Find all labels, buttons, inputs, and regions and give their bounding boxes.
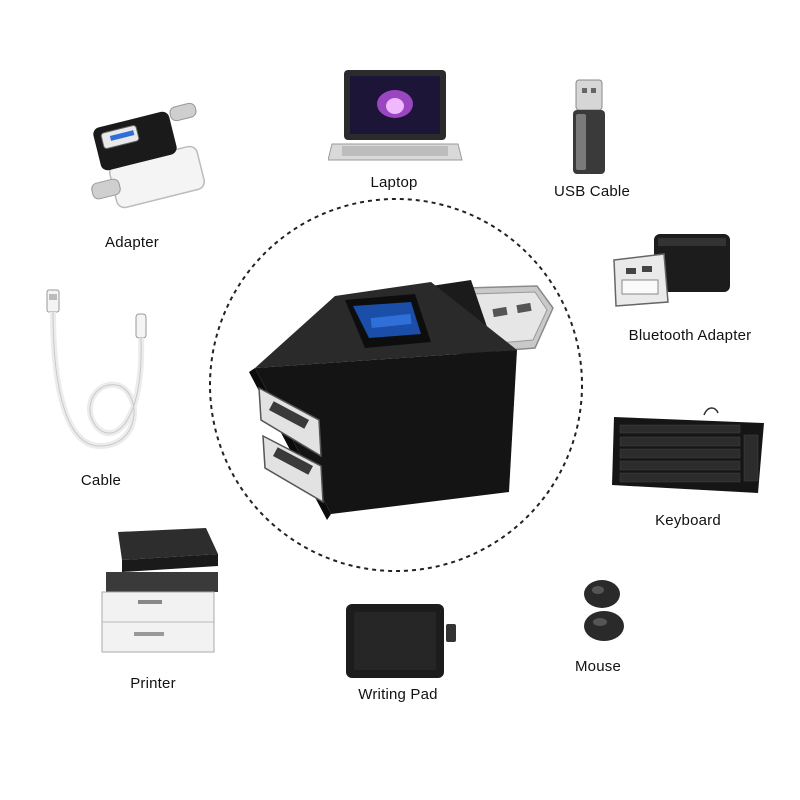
usb-cable-label: USB Cable [553, 183, 631, 200]
bluetooth-adapter-label: Bluetooth Adapter [628, 327, 752, 344]
printer-icon [101, 528, 218, 653]
bluetooth-dongle-icon [613, 234, 730, 307]
writing-pad-label: Writing Pad [358, 686, 438, 703]
cable-label: Cable [80, 472, 122, 489]
drawing-tablet-icon [346, 604, 456, 678]
printer-label: Printer [130, 675, 176, 692]
usb-cable-icon [46, 289, 147, 450]
laptop-icon [328, 70, 463, 161]
mouse-icon [584, 580, 624, 641]
adapter-label: Adapter [105, 234, 159, 251]
mouse-label: Mouse [574, 658, 622, 675]
usb-c-adapter-icon [91, 102, 206, 209]
usb-hub-icon [249, 280, 554, 520]
keyboard-label: Keyboard [655, 512, 721, 529]
usb-flash-drive-icon [573, 79, 605, 174]
laptop-label: Laptop [370, 174, 418, 191]
keyboard-icon [612, 407, 764, 493]
